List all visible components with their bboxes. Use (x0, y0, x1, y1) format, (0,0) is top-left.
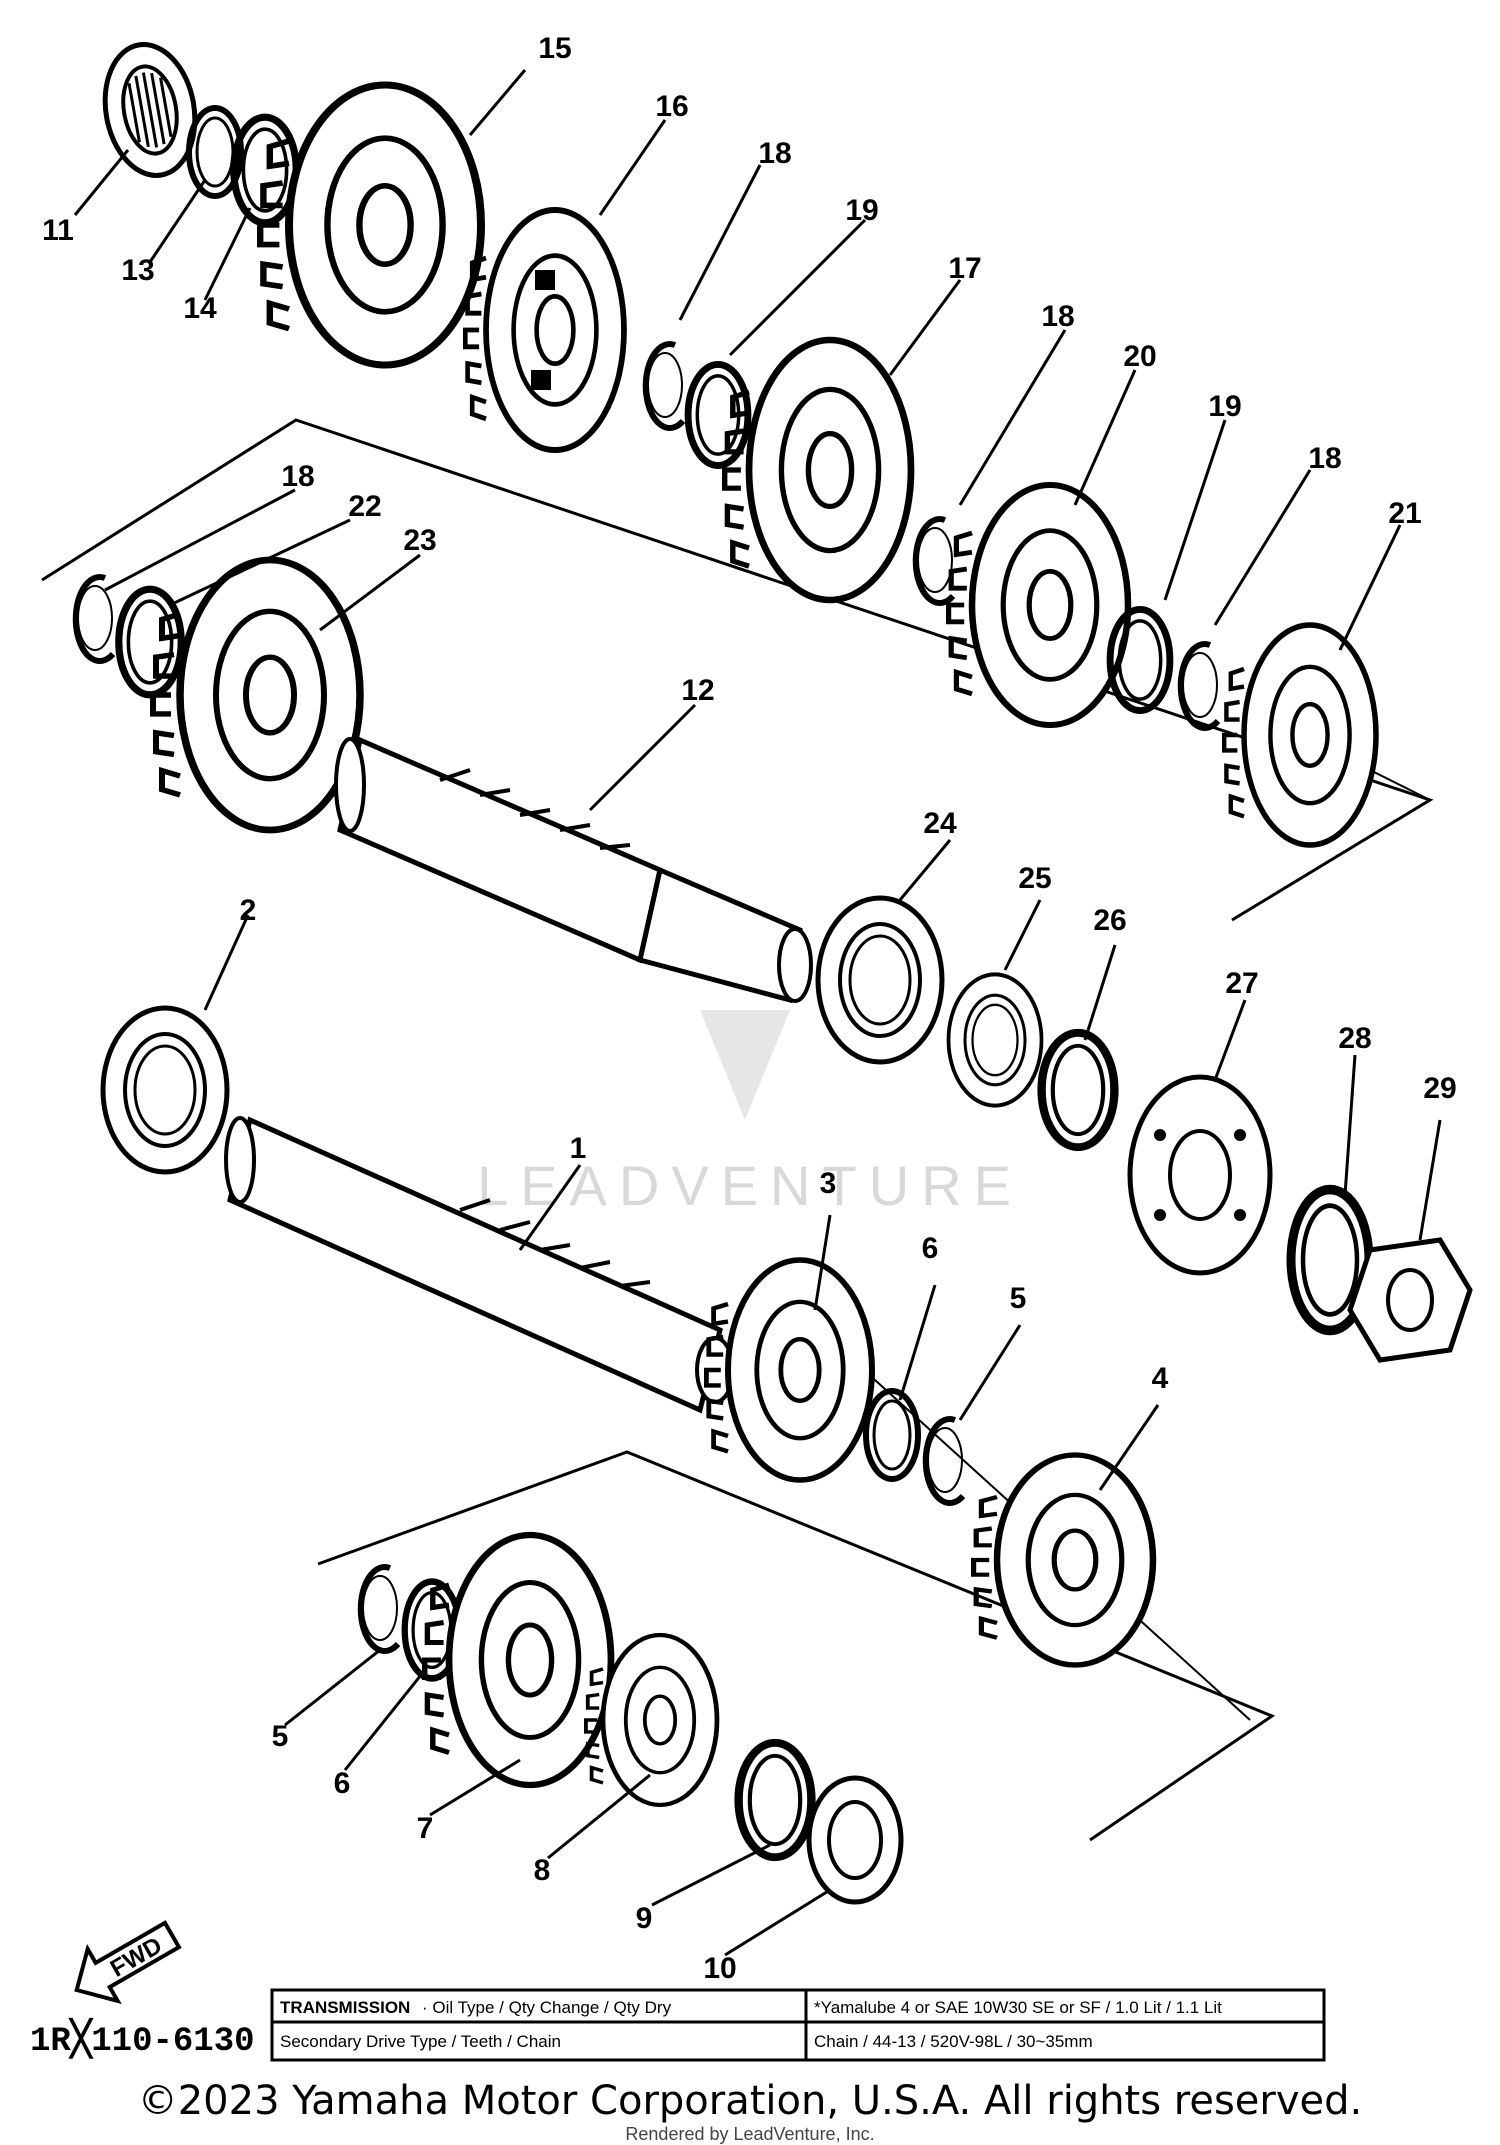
label-25: 25 (1018, 862, 1051, 895)
part-5-circlip-a (926, 1419, 963, 1503)
part-17-gear (725, 340, 911, 600)
rendered-by-credit: Rendered by LeadVenture, Inc. (625, 2124, 875, 2144)
label-10: 10 (703, 1952, 736, 1985)
label-4: 4 (1152, 1362, 1169, 1395)
label-14: 14 (183, 292, 217, 325)
part-18-circlip-a (646, 344, 683, 428)
label-19-b: 19 (1208, 390, 1241, 423)
label-8: 8 (534, 1854, 551, 1887)
label-29: 29 (1423, 1072, 1456, 1105)
copyright-notice: ©2023 Yamaha Motor Corporation, U.S.A. A… (137, 2078, 1363, 2124)
part-21-gear (1224, 625, 1376, 845)
label-27: 27 (1225, 967, 1258, 1000)
part-24-bearing (818, 898, 942, 1062)
label-18-a: 18 (758, 137, 791, 170)
label-12: 12 (681, 674, 714, 707)
spec-row1-label: TRANSMISSION (280, 1998, 410, 2017)
part-19-washer-b (1110, 609, 1170, 710)
watermark-logo-icon (700, 1010, 790, 1120)
part-18-circlip-c (1181, 644, 1218, 728)
label-5-a: 5 (1010, 1282, 1027, 1315)
fwd-arrow-icon: FWD (74, 1920, 182, 2005)
part-11-bearing (102, 42, 198, 178)
label-22: 22 (348, 490, 381, 523)
label-11: 11 (42, 214, 74, 247)
leader-lines (73, 69, 1442, 1957)
part-15-gear (260, 85, 481, 365)
label-16: 16 (655, 90, 688, 123)
part-10-bearing (806, 1775, 904, 1905)
part-18-circlip-b (916, 519, 953, 603)
part-25-bearing (949, 974, 1042, 1105)
part-9-collar (739, 1743, 812, 1857)
part-3-gear (706, 1260, 872, 1480)
figure-code: 1R╳110-6130 (30, 2017, 255, 2061)
label-3: 3 (820, 1167, 837, 1200)
part-labels: 15 16 18 19 17 18 20 19 18 21 11 13 14 1… (42, 32, 1457, 1985)
label-18-d: 18 (281, 460, 314, 493)
label-6-a: 6 (922, 1232, 939, 1265)
part-2-bearing (103, 1008, 227, 1172)
part-5-circlip-b (361, 1567, 398, 1651)
spec-row1-headers: · Oil Type / Qty Change / Qty Dry (422, 1998, 672, 2017)
label-13: 13 (121, 254, 154, 287)
label-19-a: 19 (845, 194, 878, 227)
part-20-gear (949, 485, 1128, 725)
part-27-sprocket (1127, 1074, 1273, 1276)
spec-table: TRANSMISSION · Oil Type / Qty Change / Q… (270, 1988, 1326, 2062)
label-20: 20 (1123, 340, 1156, 373)
label-23: 23 (403, 524, 436, 557)
upper-group-outline (41, 418, 1434, 922)
label-26: 26 (1093, 904, 1126, 937)
part-16-gear (465, 210, 624, 450)
part-6-washer-a (866, 1391, 918, 1479)
label-21: 21 (1388, 497, 1421, 530)
label-18-c: 18 (1308, 442, 1341, 475)
label-28: 28 (1338, 1022, 1371, 1055)
part-23-gear (153, 560, 360, 830)
label-15: 15 (538, 32, 571, 65)
part-29-nut (1347, 1237, 1473, 1363)
spec-row2-value: Chain / 44-13 / 520V-98L / 30~35mm (814, 2032, 1093, 2051)
spec-row1-value: *Yamalube 4 or SAE 10W30 SE or SF / 1.0 … (814, 1998, 1222, 2017)
label-1: 1 (570, 1132, 587, 1165)
label-2: 2 (240, 894, 257, 927)
label-6-b: 6 (334, 1767, 351, 1800)
label-17: 17 (948, 252, 981, 285)
label-24: 24 (923, 807, 957, 840)
label-9: 9 (636, 1902, 653, 1935)
part-4-gear (974, 1455, 1153, 1665)
label-18-b: 18 (1041, 300, 1074, 333)
part-12-main-axle (334, 736, 813, 1004)
label-5-b: 5 (272, 1720, 289, 1753)
spec-row2-headers: Secondary Drive Type / Teeth / Chain (280, 2032, 561, 2051)
label-7: 7 (417, 1812, 434, 1845)
lower-group-outline (317, 1450, 1276, 1842)
part-26-collar (1042, 1033, 1115, 1147)
watermark-text: LEADVENTURE (477, 1154, 1023, 1217)
part-7-gear (425, 1535, 611, 1785)
